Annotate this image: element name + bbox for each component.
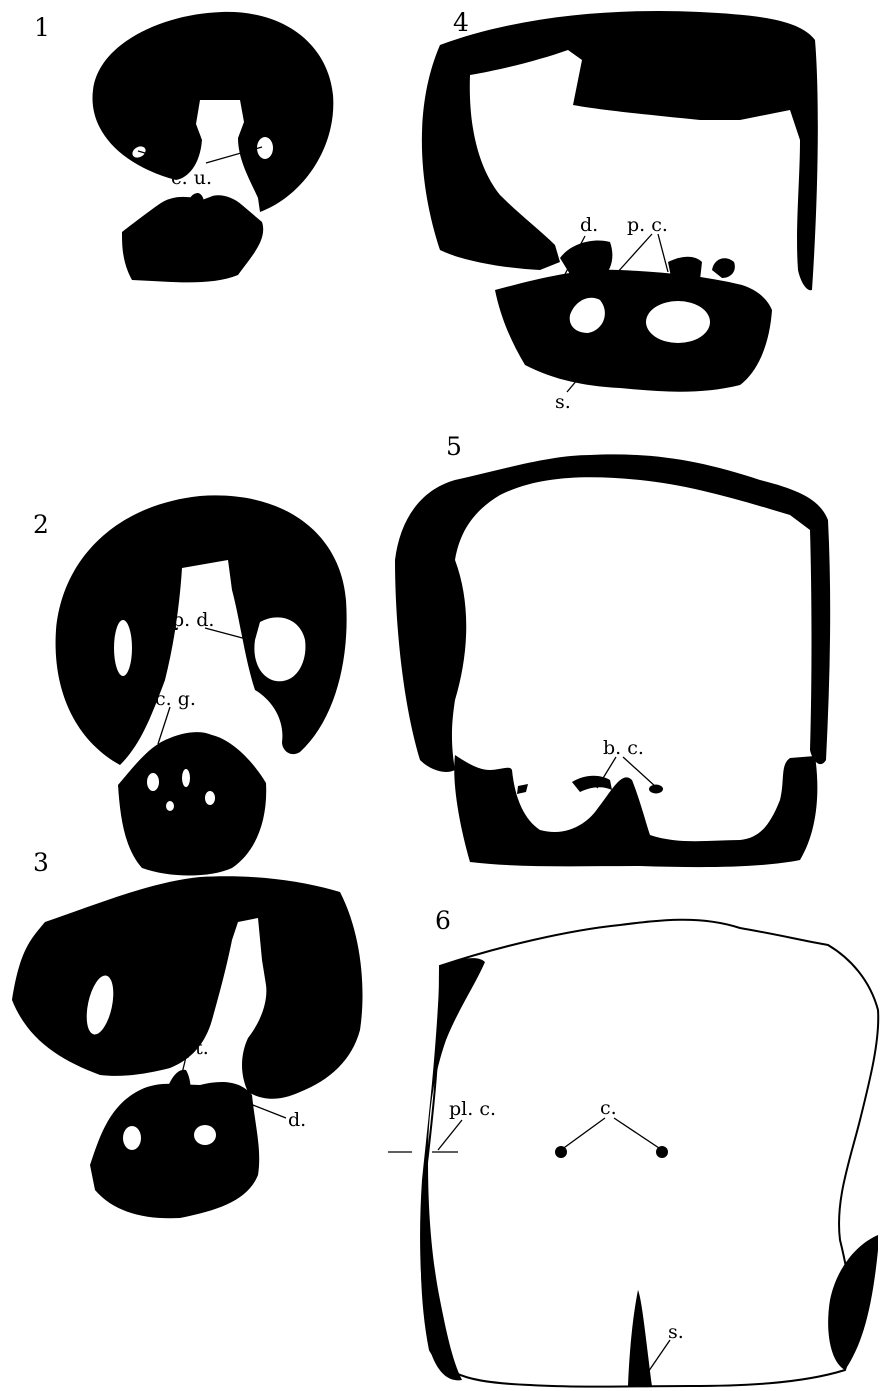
fig5-bc-right	[649, 785, 663, 794]
figure-4	[422, 11, 818, 392]
label-fig4-d: d.	[580, 214, 598, 236]
fig5-lower-mass	[454, 755, 817, 867]
fig4-pc-leader-left	[616, 234, 652, 274]
fig5-section	[395, 454, 830, 772]
label-fig5-bc: b. c.	[603, 737, 644, 759]
label-fig2-pd: p. d.	[172, 609, 214, 631]
fig6-plc-leader	[438, 1120, 462, 1150]
figure-number-2: 2	[33, 510, 49, 539]
fig4-pc-leader-right	[658, 234, 668, 272]
label-fig3-sept: sept.	[162, 1037, 209, 1059]
fig4-right-knob	[668, 257, 702, 282]
fig5-bc-fleck	[517, 784, 528, 794]
figure-number-1: 1	[34, 13, 50, 42]
figure-6	[388, 920, 878, 1387]
fig6-c-leader-left	[561, 1118, 605, 1150]
fig3-lumen-2	[194, 1125, 216, 1145]
fig4-lower-mass	[495, 270, 772, 392]
fig2-right-cavity	[254, 617, 305, 681]
fig6-left-wall	[420, 958, 485, 1380]
figure-1	[92, 12, 333, 282]
label-fig4-pc: p. c.	[627, 214, 668, 236]
fig6-c-leader-right	[614, 1118, 662, 1150]
figure-number-6: 6	[435, 906, 451, 935]
fig6-outline	[422, 920, 879, 1387]
label-fig1-cu: c. u.	[171, 167, 212, 189]
label-fig3-d: d.	[288, 1109, 306, 1131]
label-fig6-s: s.	[668, 1321, 684, 1343]
fig5-bc-left	[572, 776, 612, 792]
figure-number-4: 4	[453, 8, 469, 37]
figure-5	[395, 454, 830, 867]
fig4-blob	[712, 258, 735, 278]
fig3-lumen-1	[123, 1126, 141, 1150]
fig2-lumen-3	[205, 791, 215, 805]
fig1-section	[92, 12, 333, 212]
fig4-section	[422, 11, 818, 290]
label-fig2-cg: c. g.	[155, 688, 196, 710]
fig2-lumen-4	[166, 801, 174, 811]
fig2-lower-mass	[118, 732, 266, 875]
fig4-right-pore	[646, 301, 710, 343]
fig2-lumen-2	[182, 769, 190, 787]
fig3-section	[12, 876, 363, 1099]
label-fig6-c: c.	[600, 1097, 617, 1119]
fig2-lumen-1	[147, 773, 159, 791]
fig6-c-left	[555, 1146, 567, 1158]
fig2-left-cavity	[114, 620, 132, 676]
fig2-cg-leader	[158, 707, 170, 744]
fig6-right-wall	[828, 1235, 878, 1370]
figure-2	[56, 495, 347, 875]
label-fig6-plc: pl. c.	[449, 1098, 496, 1120]
figure-number-5: 5	[446, 432, 462, 461]
figure-number-3: 3	[33, 848, 49, 877]
label-fig4-s: s.	[555, 391, 571, 413]
